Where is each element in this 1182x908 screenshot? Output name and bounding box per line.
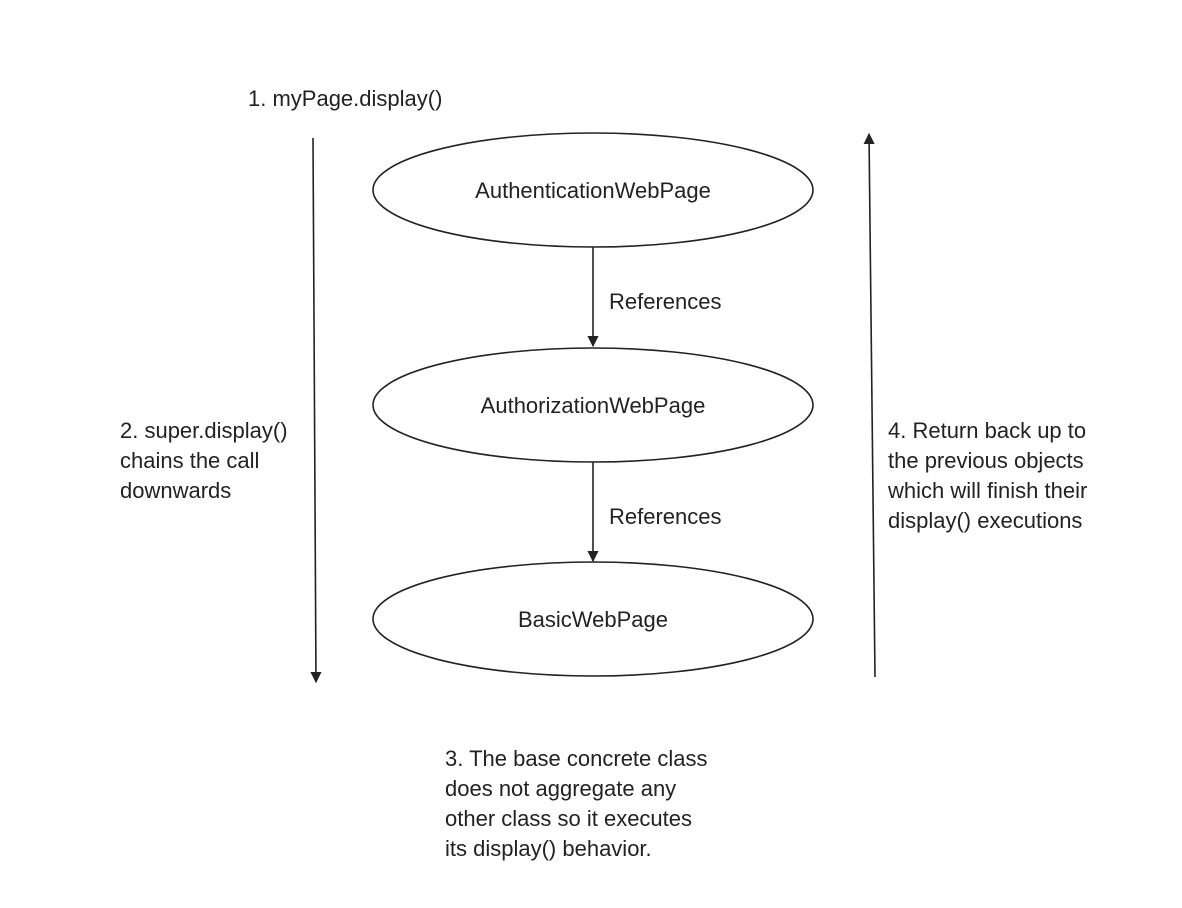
edge-authentication-authorization: References [587, 247, 722, 348]
node-basic: BasicWebPage [372, 561, 814, 677]
note-step-3-line: other class so it executes [445, 806, 693, 831]
node-basic-label: BasicWebPage [518, 607, 668, 632]
note-step-2-line: chains the call [120, 448, 260, 473]
note-step-4-line: display() executions [888, 508, 1083, 533]
call-down-arrow [310, 137, 322, 684]
return-up-arrow [863, 132, 876, 678]
note-step-4-line: the previous objects [888, 448, 1084, 473]
edge-authentication-authorization-label: References [609, 289, 722, 314]
note-step-4-line: which will finish their [888, 478, 1088, 503]
note-step-2-line: 2. super.display() [120, 418, 288, 443]
note-step-1: 1. myPage.display() [248, 84, 442, 114]
note-step-3-line: 3. The base concrete class [445, 746, 708, 771]
note-step-2-line: downwards [120, 478, 232, 503]
note-step-4-line: 4. Return back up to [888, 418, 1087, 443]
edge-authorization-basic: References [587, 462, 722, 563]
note-step-4: 4. Return back up to the previous object… [888, 416, 1087, 536]
note-step-2: 2. super.display() chains the call downw… [120, 416, 288, 506]
note-step-3-line: its display() behavior. [445, 836, 652, 861]
note-step-3-line: does not aggregate any [445, 776, 677, 801]
node-authentication: AuthenticationWebPage [372, 132, 814, 248]
node-authorization-label: AuthorizationWebPage [481, 393, 706, 418]
note-step-3: 3. The base concrete class does not aggr… [445, 744, 708, 864]
edge-authorization-basic-label: References [609, 504, 722, 529]
node-authorization: AuthorizationWebPage [372, 347, 814, 463]
note-step-1-line: 1. myPage.display() [248, 86, 443, 111]
node-authentication-label: AuthenticationWebPage [475, 178, 711, 203]
